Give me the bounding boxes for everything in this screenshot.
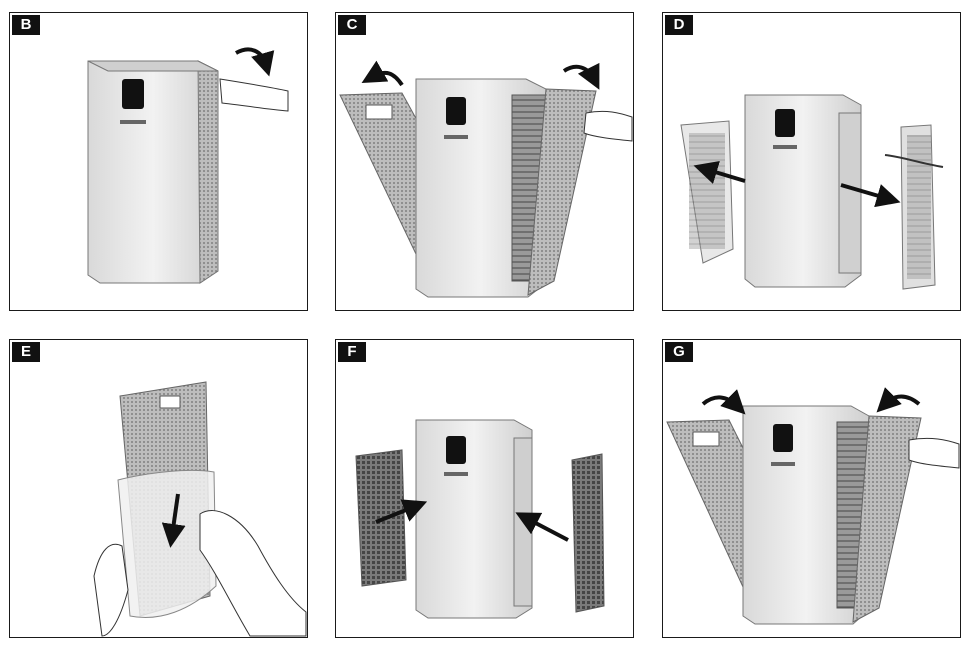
- rotate-arrow-icon: [701, 389, 746, 415]
- step-label: E: [12, 342, 40, 362]
- step-label: F: [338, 342, 366, 362]
- rotate-arrow-icon: [876, 387, 921, 413]
- purifier-illustration: [87, 47, 289, 284]
- pull-arrow-icon: [693, 160, 746, 184]
- hand-icon: [199, 510, 307, 637]
- step-panel-g: G: [662, 339, 961, 638]
- display-icon: [446, 436, 466, 464]
- display-icon: [775, 109, 795, 137]
- step-panel-e: E: [9, 339, 308, 638]
- display-icon: [122, 79, 144, 109]
- step-panel-d: D: [662, 12, 961, 311]
- step-panel-f: F: [335, 339, 634, 638]
- down-arrow-icon: [161, 493, 186, 548]
- rotate-arrow-icon: [361, 60, 404, 87]
- step-label: D: [665, 15, 693, 35]
- step-label: G: [665, 342, 693, 362]
- rotate-arrow-icon: [562, 62, 600, 90]
- purifier-illustration: [339, 60, 633, 298]
- hand-icon: [219, 78, 289, 112]
- brand-logo: [773, 145, 797, 149]
- brand-logo: [771, 462, 795, 466]
- step-label: C: [338, 15, 366, 35]
- hand-icon: [583, 110, 633, 142]
- purifier-illustration: [355, 419, 605, 619]
- step-label: B: [12, 15, 40, 35]
- brand-logo: [120, 120, 146, 124]
- insert-arrow-icon: [515, 512, 569, 542]
- display-icon: [446, 97, 466, 125]
- purifier-illustration: [680, 94, 944, 290]
- hand-icon: [884, 154, 944, 168]
- step-panel-b: B: [9, 12, 308, 311]
- purifier-illustration: [666, 387, 960, 625]
- hand-icon: [908, 437, 960, 469]
- rotate-arrow-icon: [235, 47, 275, 77]
- brand-logo: [444, 135, 468, 139]
- hand-icon: [93, 544, 129, 637]
- display-icon: [773, 424, 793, 452]
- step-panel-c: C: [335, 12, 634, 311]
- filter-illustration: [93, 381, 307, 637]
- brand-logo: [444, 472, 468, 476]
- pull-arrow-icon: [840, 183, 901, 208]
- insert-arrow-icon: [375, 499, 428, 524]
